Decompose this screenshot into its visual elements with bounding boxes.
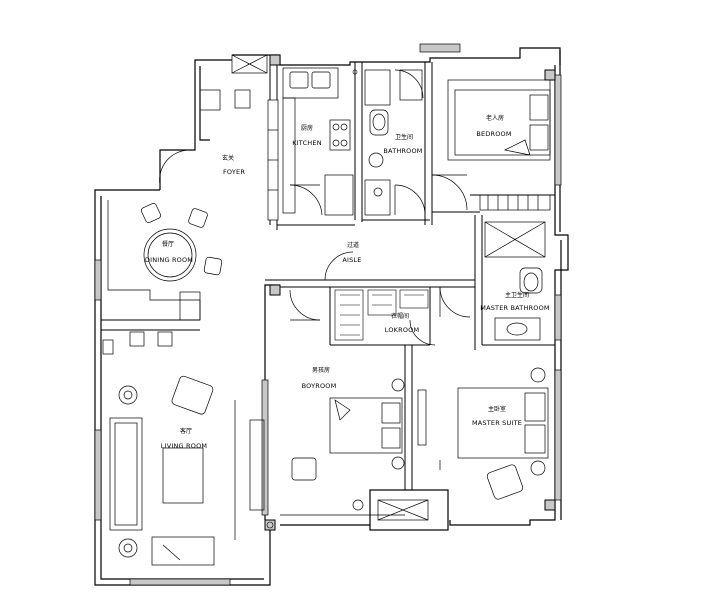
foyer-fixtures	[199, 54, 429, 521]
exterior-walls	[94, 47, 569, 586]
kitchen-label-zh: 厨房	[301, 124, 313, 132]
boyroom-label-en: BOYROOM	[302, 382, 337, 390]
lokroom-label-en: LOKROOM	[385, 326, 420, 334]
interior-walls	[101, 60, 555, 490]
bedroom-label-en: BEDROOM	[476, 130, 511, 138]
kitchen-label-en: KITCHEN	[292, 139, 322, 147]
master-suite-furniture	[417, 367, 549, 500]
bathroom-fixtures	[364, 69, 423, 216]
master-suite-label-en: MASTER SUITE	[472, 419, 522, 427]
dining-label-en: DINING ROOM	[145, 256, 193, 264]
dining-label-zh: 餐厅	[162, 240, 174, 248]
kitchen-fixtures	[267, 67, 354, 221]
living-furniture	[109, 375, 265, 566]
lokroom-wardrobes	[334, 289, 429, 341]
columns	[264, 54, 556, 531]
foyer-label-zh: 玄关	[222, 154, 234, 162]
dining-furniture	[102, 200, 223, 355]
bathroom-label-zh: 卫生间	[395, 133, 413, 141]
aisle-label-en: AISLE	[342, 256, 361, 264]
dimension-marks	[266, 69, 358, 529]
bathroom-label-en: BATHROOM	[383, 147, 422, 155]
windows	[94, 43, 562, 586]
living-label-zh: 客厅	[180, 427, 192, 435]
master-bathroom-label-en: MASTER BATHROOM	[480, 304, 549, 312]
lokroom-label-zh: 衣帽间	[391, 312, 409, 320]
master-suite-label-zh: 主卧室	[488, 405, 506, 413]
bedroom-label-zh: 老人房	[486, 114, 504, 122]
living-label-en: LIVING ROOM	[161, 442, 207, 450]
room-labels: 玄关 FOYER 厨房 KITCHEN 卫生间 BATHROOM 老人房 BED…	[145, 114, 550, 450]
doors	[159, 69, 471, 346]
master-bathroom-label-zh: 主卫生间	[505, 291, 529, 299]
foyer-label-en: FOYER	[223, 168, 245, 176]
boyroom-label-zh: 男孩房	[312, 366, 330, 374]
aisle-label-zh: 过道	[347, 241, 359, 249]
boyroom-furniture	[280, 378, 405, 516]
elder-bedroom-furniture	[447, 79, 551, 211]
master-bathroom-fixtures	[484, 221, 546, 341]
